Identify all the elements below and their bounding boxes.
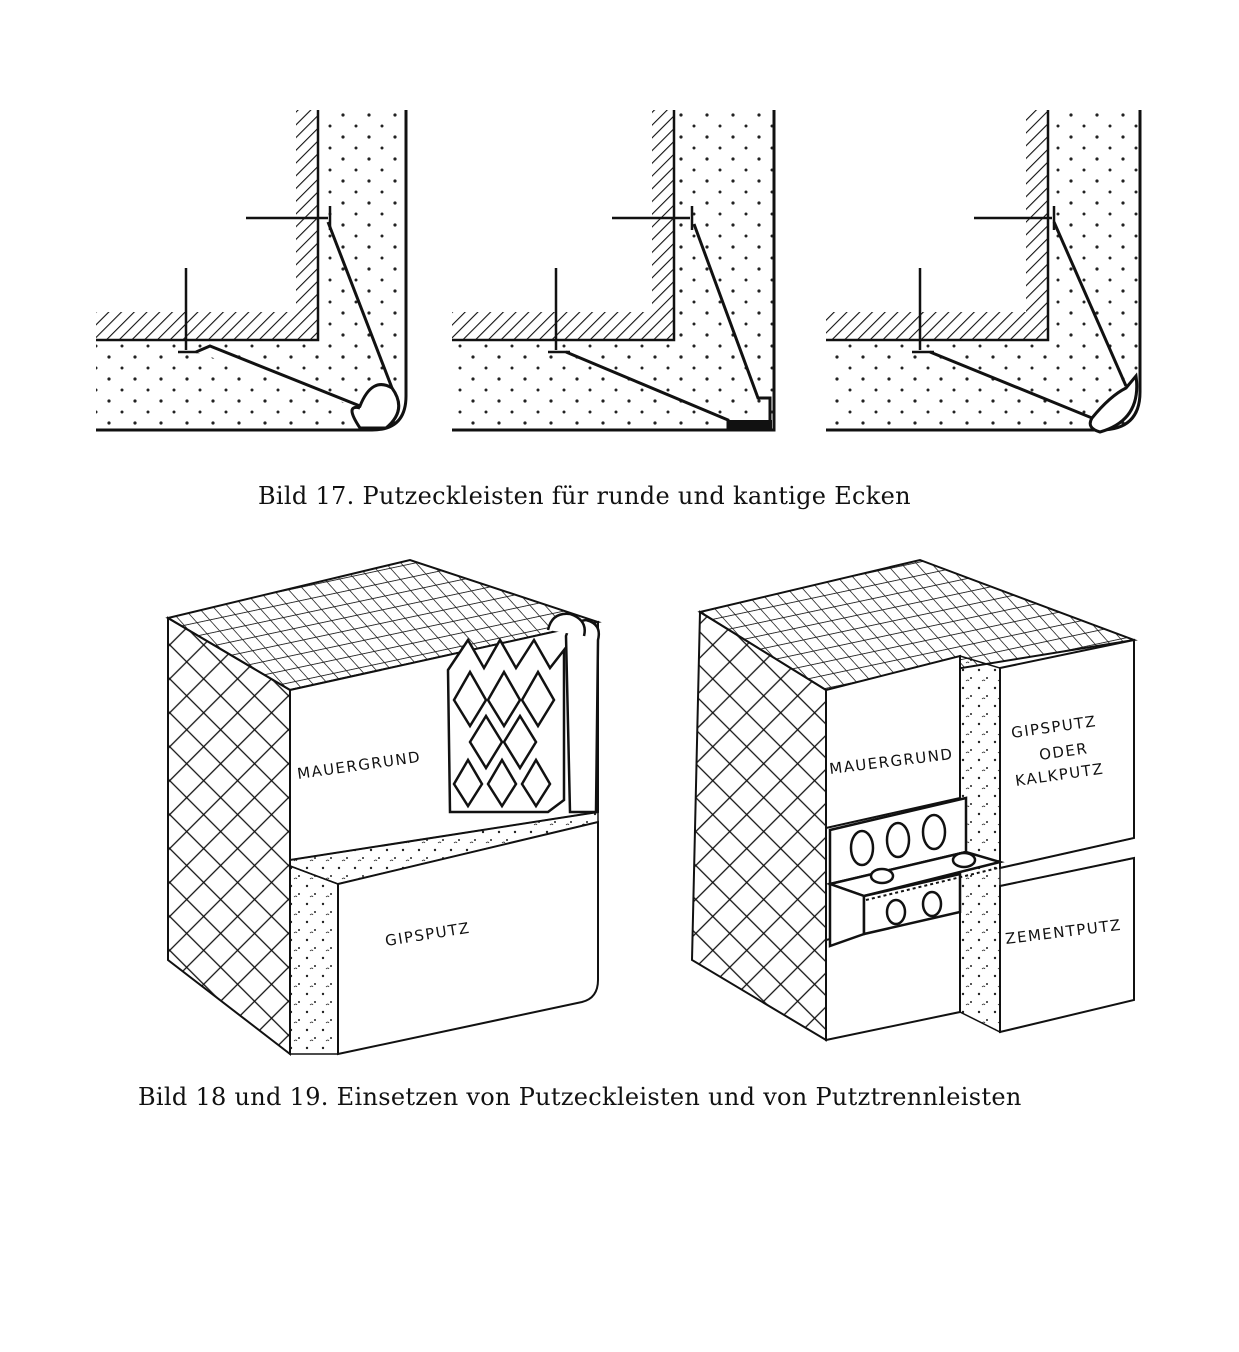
figure-17-caption: Bild 17. Putzeckleisten für runde und ka… [258, 482, 911, 510]
corner-panel-round-2 [826, 110, 1142, 434]
corner-panel-round-1 [96, 110, 408, 432]
corner-panel-sharp [452, 110, 776, 432]
block-corner-bead: MAUERGRUND GIPSPUTZ [165, 558, 602, 1057]
figure-18-19-caption: Bild 18 und 19. Einsetzen von Putzecklei… [138, 1083, 1022, 1111]
block-separation-strip: MAUERGRUND GIPSPUTZ ODER KALKPUTZ ZEMENT… [690, 558, 1138, 1042]
